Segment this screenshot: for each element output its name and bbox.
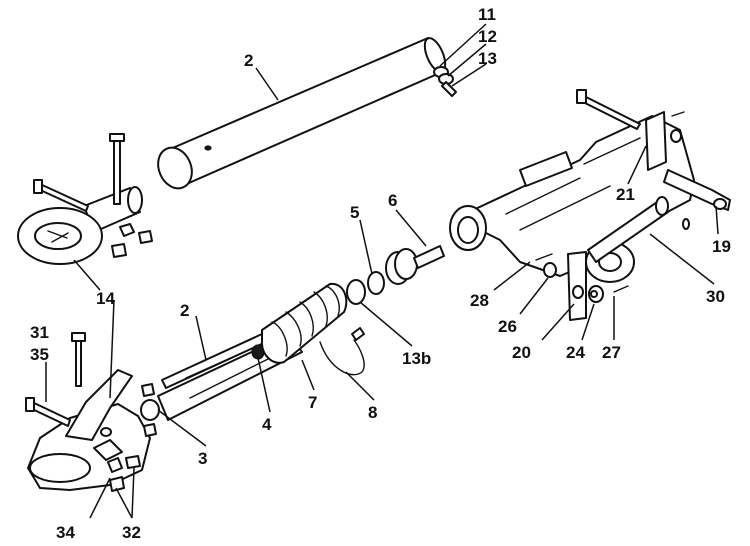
callout-labels: 2 11 12 13 14 31 35 34 32 3 4 7 8 2 5 6 …: [30, 5, 731, 542]
housing-assembly-part: [449, 89, 731, 321]
bolt-stack-parts: [433, 66, 457, 97]
callout-27: 27: [602, 343, 621, 362]
callout-28: 28: [470, 291, 489, 310]
callout-12: 12: [478, 27, 497, 46]
callout-8: 8: [368, 403, 377, 422]
eye-coupling-part: [17, 133, 153, 265]
callout-2-tube: 2: [244, 51, 253, 70]
callout-13b: 13b: [402, 349, 431, 368]
callout-13: 13: [478, 49, 497, 68]
callout-35: 35: [30, 345, 49, 364]
callout-6: 6: [388, 191, 397, 210]
callout-5: 5: [350, 203, 359, 222]
callout-19: 19: [712, 237, 731, 256]
callout-2-shaft: 2: [180, 301, 189, 320]
leader-lines: [45, 23, 719, 519]
coupling-head-part: [25, 332, 157, 492]
callout-3: 3: [198, 449, 207, 468]
callout-32: 32: [122, 523, 141, 542]
callout-24: 24: [566, 343, 585, 362]
callout-14: 14: [96, 289, 115, 308]
callout-7: 7: [308, 393, 317, 412]
callout-26: 26: [498, 317, 517, 336]
callout-21: 21: [616, 185, 635, 204]
callout-4: 4: [262, 415, 272, 434]
callout-31: 31: [30, 323, 49, 342]
callout-30: 30: [706, 287, 725, 306]
callout-20: 20: [512, 343, 531, 362]
shaft-assembly-part: [140, 245, 445, 421]
callout-11: 11: [478, 5, 496, 24]
callout-34: 34: [56, 523, 75, 542]
tube-part: [157, 37, 447, 190]
